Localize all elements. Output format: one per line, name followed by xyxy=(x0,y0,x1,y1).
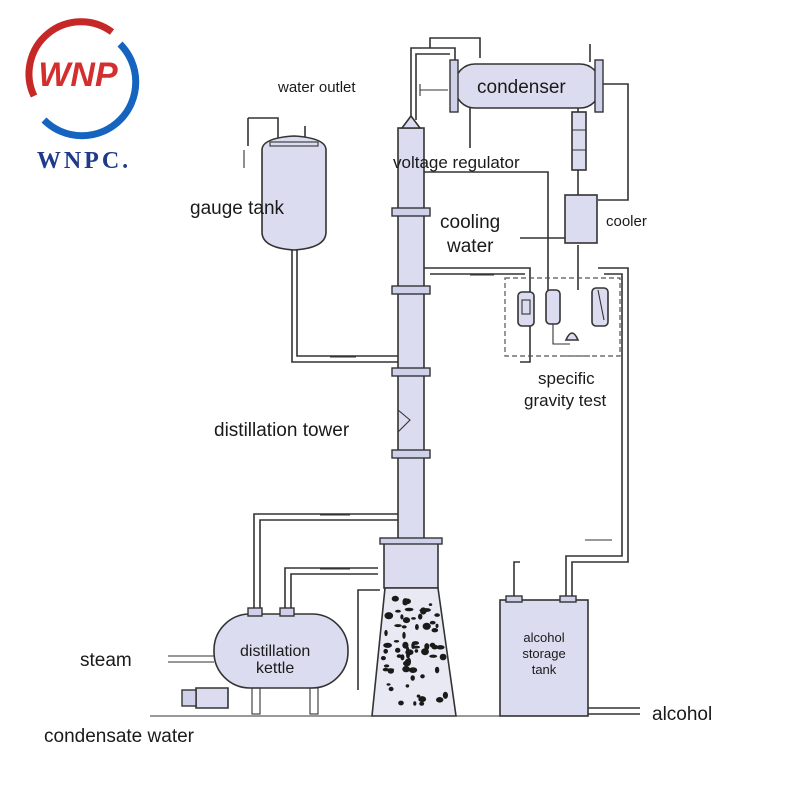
label-kettle: kettle xyxy=(256,660,294,677)
distillation-tower xyxy=(379,114,443,589)
alcohol-storage-tank xyxy=(499,595,589,717)
label-storage-line1: alcohol xyxy=(523,630,564,645)
packing-particle xyxy=(412,641,419,645)
packing-particle xyxy=(431,644,439,650)
packing-particle xyxy=(429,620,436,625)
label-voltage-regulator: voltage regulator xyxy=(393,153,520,172)
tower-base xyxy=(371,587,457,717)
packing-particle xyxy=(436,697,444,703)
packing-particle xyxy=(416,694,421,698)
label-steam: steam xyxy=(80,650,132,671)
packing-particle xyxy=(431,628,439,633)
label-storage-line3: tank xyxy=(532,662,557,677)
packing-particle xyxy=(429,654,438,658)
label-condenser: condenser xyxy=(477,77,566,98)
packing-particle xyxy=(391,595,399,602)
packing-particle xyxy=(435,623,439,629)
packing-particle xyxy=(401,625,407,629)
packing-particle xyxy=(404,607,414,612)
packing-particle xyxy=(395,647,401,653)
packing-particle xyxy=(415,624,419,630)
packing-particle xyxy=(384,629,388,637)
packing-particle xyxy=(402,598,409,606)
packing-particle xyxy=(402,617,411,624)
packing-particle xyxy=(407,657,412,666)
logo-ring-top xyxy=(25,18,115,98)
packing-particle xyxy=(419,701,425,706)
packing-particle xyxy=(436,645,445,650)
packing-particle xyxy=(434,613,440,617)
distillation-kettle xyxy=(181,607,349,715)
piping xyxy=(150,37,640,717)
specific-gravity-test xyxy=(504,277,621,357)
packing-particle xyxy=(428,603,433,606)
packing-particle xyxy=(393,640,400,643)
label-gauge-tank: gauge tank xyxy=(190,198,285,219)
packing-particle xyxy=(394,624,402,628)
label-cooling: cooling xyxy=(440,212,500,233)
packing-particle xyxy=(405,649,414,656)
label-distillation: distillation xyxy=(240,643,310,660)
packing-particle xyxy=(442,691,448,699)
packing-particle xyxy=(405,684,410,688)
label-distillation-tower: distillation tower xyxy=(214,420,350,441)
packing-particle xyxy=(396,654,402,658)
label-alcohol: alcohol xyxy=(652,704,712,725)
packing-particle xyxy=(439,653,447,661)
logo-brand-name: WNPC. xyxy=(37,148,131,174)
packing-particle xyxy=(383,648,389,654)
label-specific: specific xyxy=(538,369,595,388)
packing-particle xyxy=(398,700,404,706)
condenser xyxy=(449,59,604,113)
packing-particle xyxy=(400,614,404,620)
packing-particle xyxy=(386,613,390,617)
packing-particle xyxy=(414,649,419,653)
packing-particle xyxy=(421,648,429,656)
packing-particle xyxy=(388,686,394,692)
label-gravity-test: gravity test xyxy=(524,391,606,410)
gauge-tank xyxy=(261,135,327,251)
label-water: water xyxy=(446,236,494,257)
label-storage-line2: storage xyxy=(522,646,565,661)
packing-particle xyxy=(410,675,415,681)
label-cooler: cooler xyxy=(606,213,647,230)
cooler xyxy=(564,111,598,244)
packing-particle xyxy=(383,642,392,648)
packing-particle xyxy=(402,631,406,639)
packing-particle xyxy=(383,664,390,668)
packing-particle xyxy=(380,656,386,661)
packing-particles xyxy=(380,595,448,706)
packing-particle xyxy=(382,667,389,672)
packing-particle xyxy=(434,666,440,674)
packing-particle xyxy=(386,683,391,686)
packing-particle xyxy=(420,674,425,679)
packing-particle xyxy=(418,696,427,703)
labels: water outlet condenser voltage regulator… xyxy=(44,77,712,747)
packing-particle xyxy=(395,609,401,613)
packing-particle xyxy=(402,641,409,649)
label-condensate-water: condensate water xyxy=(44,726,195,747)
packing-particle xyxy=(418,613,423,620)
packing-particle xyxy=(411,617,416,620)
logo-ring-bottom xyxy=(41,41,140,140)
packing-particle xyxy=(402,665,410,673)
packing-particle xyxy=(422,622,431,630)
logo-mark: WNP xyxy=(38,56,118,94)
packing-particle xyxy=(408,667,418,673)
label-water-outlet: water outlet xyxy=(277,79,356,96)
packing-particle xyxy=(413,701,417,706)
company-logo: WNP WNPC. xyxy=(25,18,140,174)
packing-particle xyxy=(411,645,420,649)
packing-particle xyxy=(387,668,395,672)
packing-particle xyxy=(420,607,427,615)
